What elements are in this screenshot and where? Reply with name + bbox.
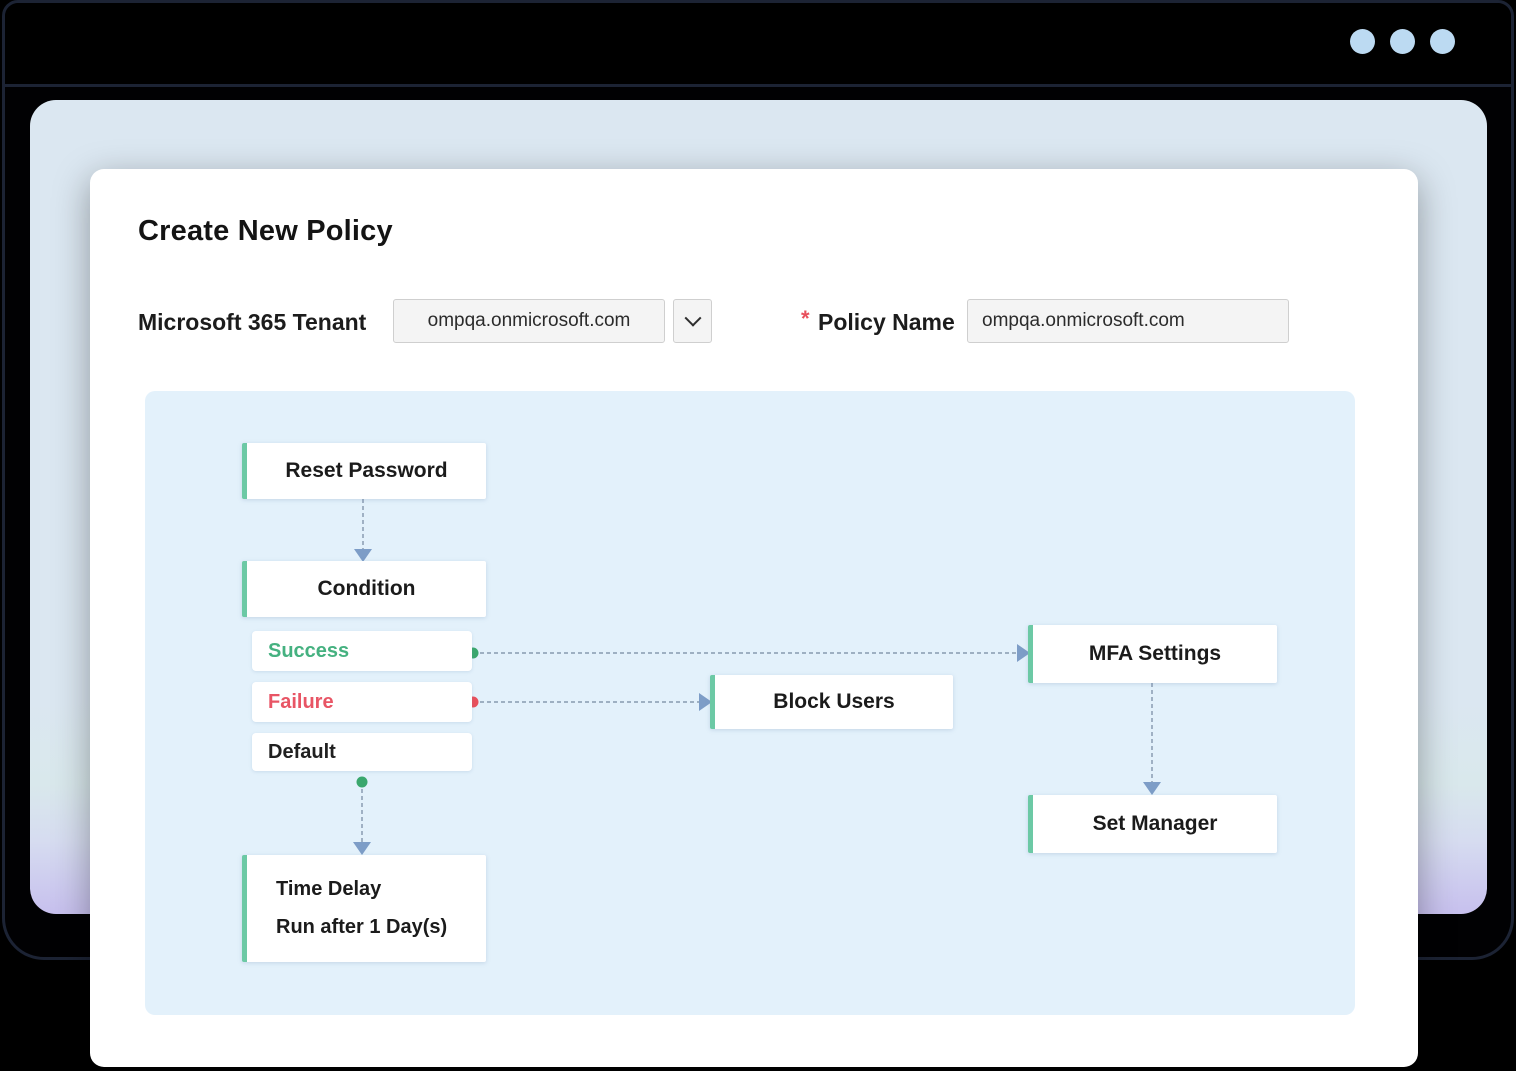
branch-label: Default: [268, 740, 336, 763]
browser-topbar: [5, 3, 1511, 87]
window-controls: [1350, 29, 1455, 54]
flow-branch-success[interactable]: Success: [252, 631, 472, 671]
arrowhead-icon: [699, 693, 712, 711]
chevron-down-icon: [684, 309, 701, 327]
flow-node-set-manager[interactable]: Set Manager: [1028, 795, 1277, 853]
window-control-dot: [1430, 29, 1455, 54]
window-control-dot: [1350, 29, 1375, 54]
arrowhead-icon: [1143, 782, 1161, 795]
branch-label: Success: [268, 639, 350, 662]
window-control-dot: [1390, 29, 1415, 54]
tenant-select-caret-button[interactable]: [673, 299, 712, 343]
flow-node-mfa-settings[interactable]: MFA Settings: [1028, 625, 1277, 683]
node-label: Reset Password: [285, 459, 448, 482]
node-sublabel: Run after 1 Day(s): [276, 916, 448, 938]
default-port-dot: [356, 776, 368, 788]
required-marker: *: [801, 306, 810, 331]
connector-reset-to-condition: [354, 499, 372, 562]
node-label: Condition: [317, 577, 416, 600]
flow-node-block-users[interactable]: Block Users: [710, 675, 953, 729]
connector-default-to-time-delay: [353, 776, 371, 855]
create-policy-card: Create New Policy Microsoft 365 Tenant o…: [90, 169, 1418, 1067]
page-title: Create New Policy: [138, 215, 393, 247]
flow-node-time-delay[interactable]: Time Delay Run after 1 Day(s): [242, 855, 486, 962]
connector-success-to-mfa: [467, 644, 1030, 662]
flow-branch-default[interactable]: Default: [252, 733, 472, 771]
connector-failure-to-block-users: [467, 693, 712, 711]
policy-name-label: Policy Name: [818, 309, 955, 335]
tenant-select[interactable]: ompqa.onmicrosoft.com: [393, 299, 665, 343]
arrowhead-icon: [354, 549, 372, 562]
flow-node-condition[interactable]: Condition: [242, 561, 486, 617]
node-label: MFA Settings: [1088, 642, 1222, 665]
branch-label: Failure: [268, 690, 334, 713]
tenant-label: Microsoft 365 Tenant: [138, 309, 367, 335]
flow-node-reset-password[interactable]: Reset Password: [242, 443, 486, 499]
workflow-canvas: Reset Password Condition Success Failure…: [145, 391, 1355, 1015]
arrowhead-icon: [353, 842, 371, 855]
connector-mfa-to-set-manager: [1143, 683, 1161, 795]
node-label: Time Delay: [276, 878, 382, 900]
flow-branch-failure[interactable]: Failure: [252, 682, 472, 722]
node-label: Block Users: [773, 690, 895, 713]
node-label: Set Manager: [1092, 812, 1218, 835]
arrowhead-icon: [1017, 644, 1030, 662]
tenant-select-value: ompqa.onmicrosoft.com: [427, 310, 631, 331]
policy-name-input[interactable]: [967, 299, 1289, 343]
